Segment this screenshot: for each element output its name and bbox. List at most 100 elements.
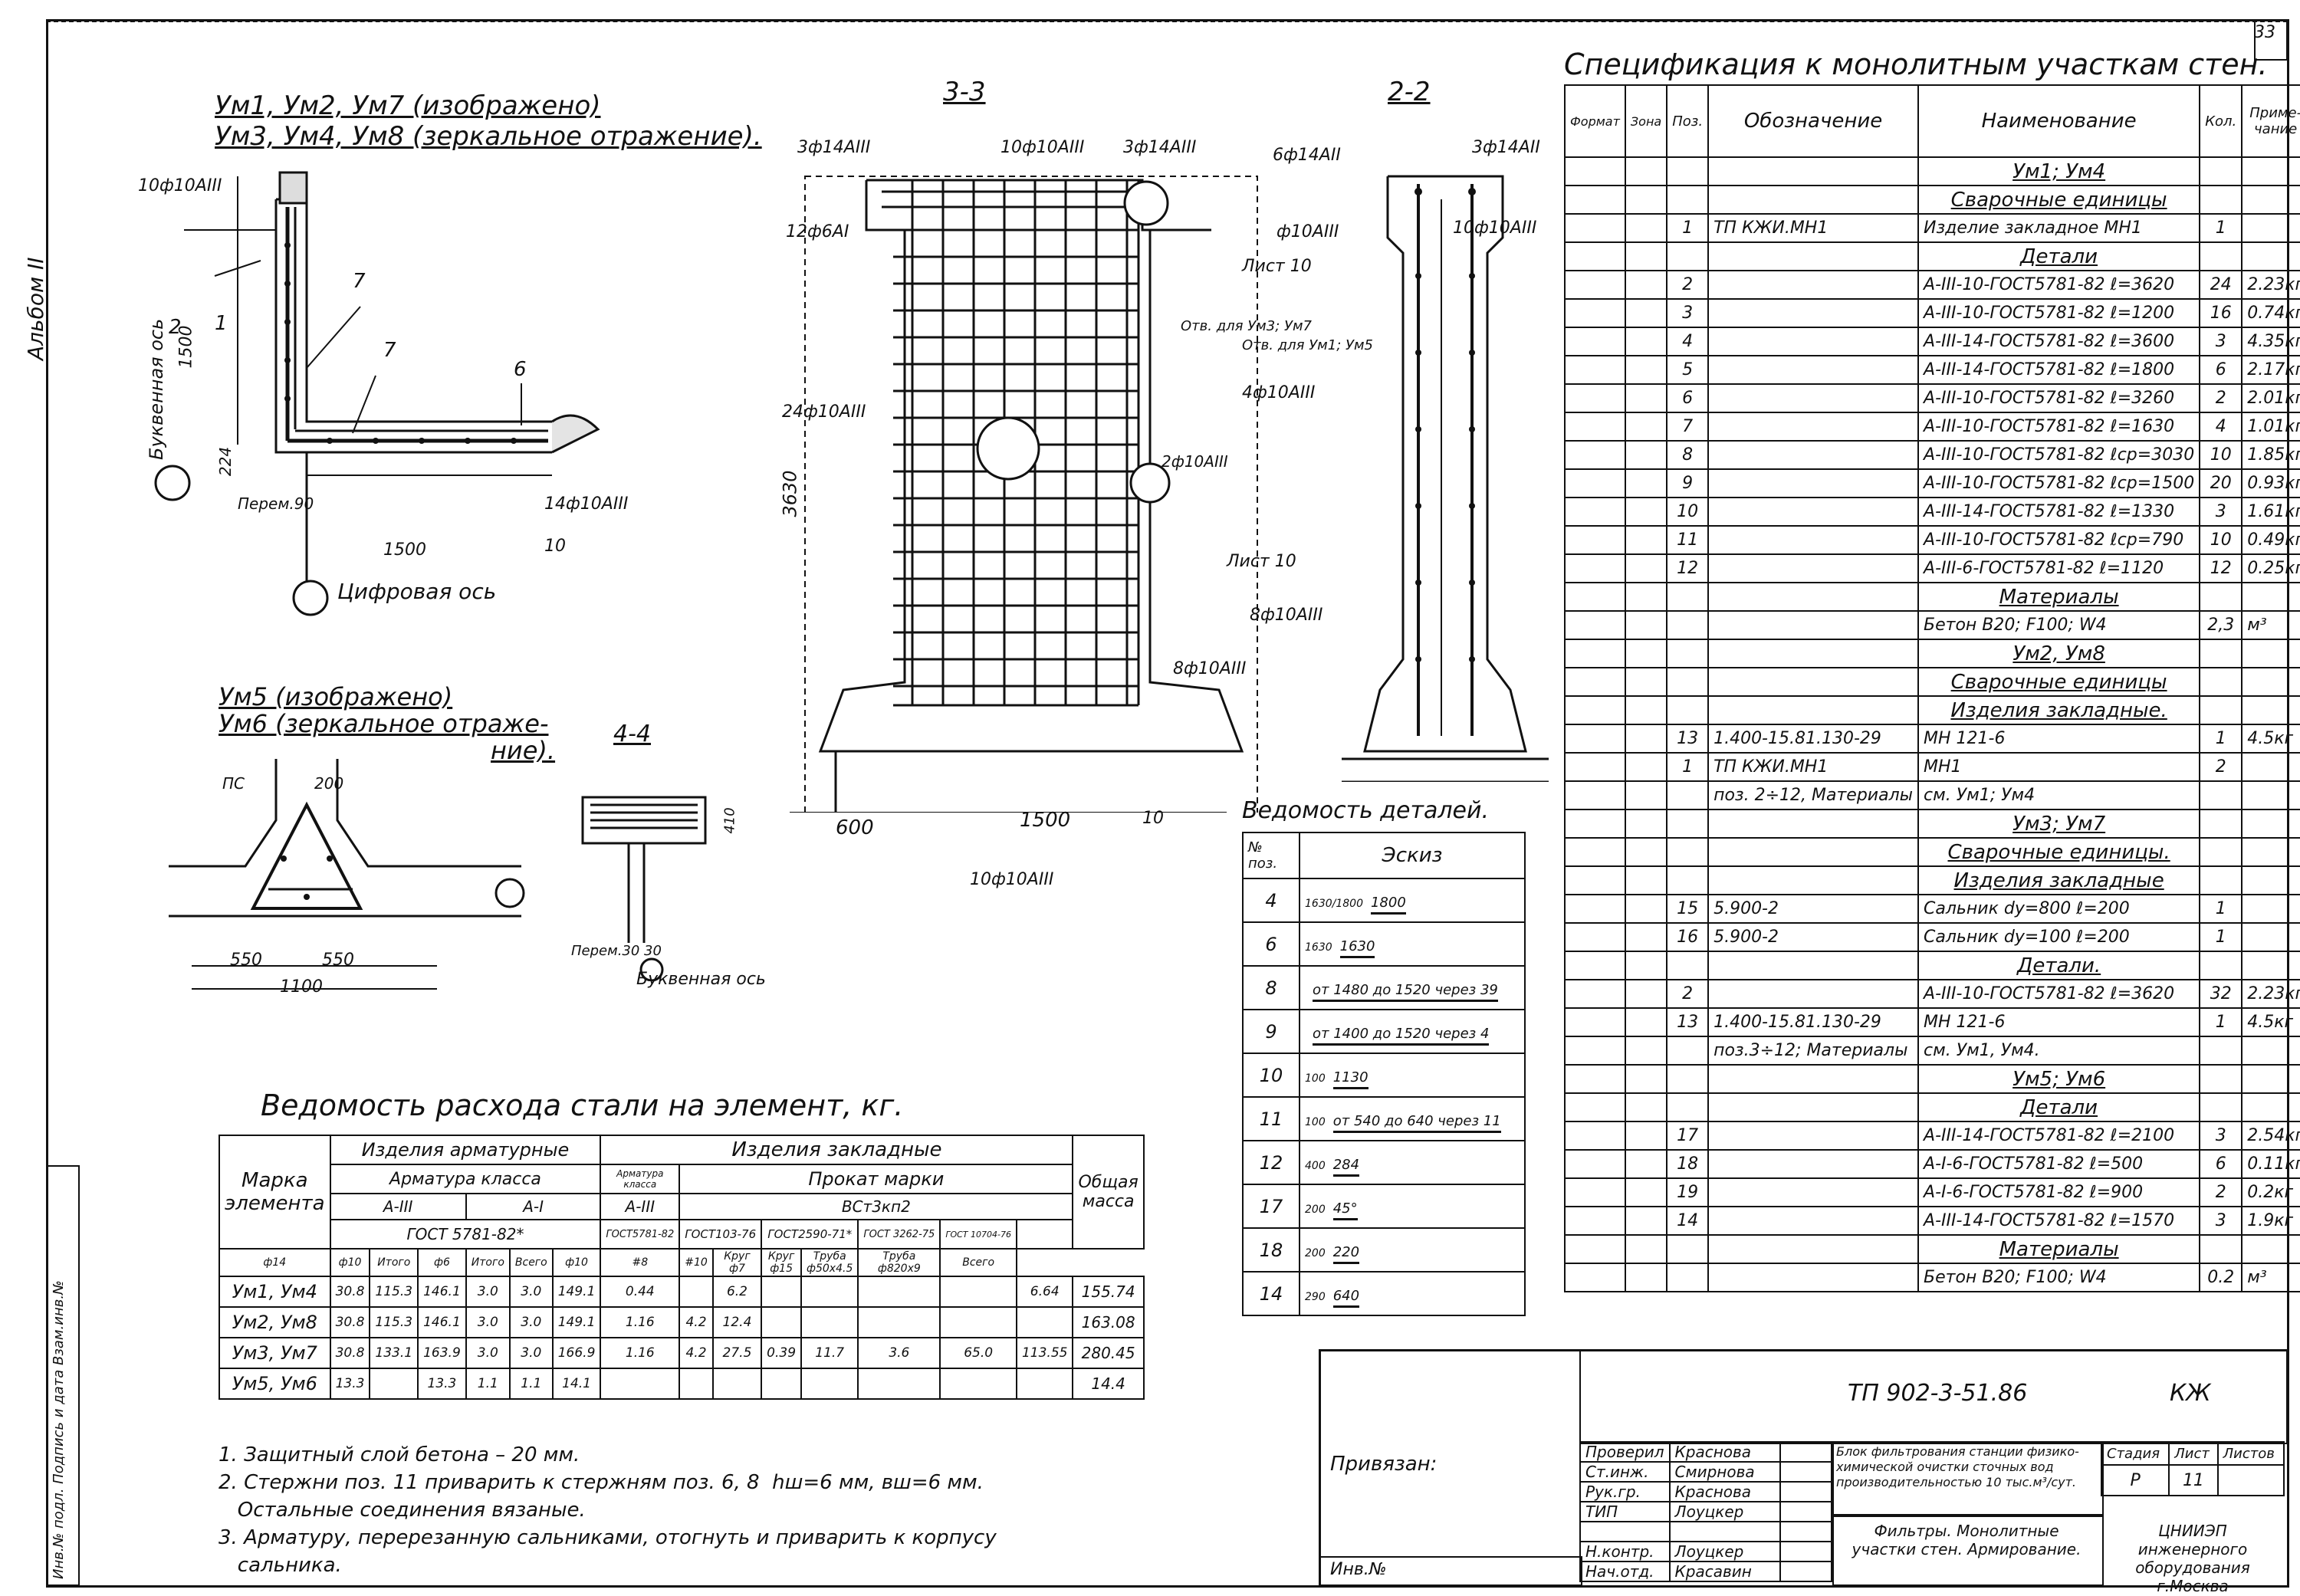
spec-cell-zone xyxy=(1624,752,1668,782)
spec-cell-note: 2.23кг xyxy=(2241,979,2300,1009)
signature-role: Нач.отд. xyxy=(1579,1561,1671,1582)
steel-total: 163.08 xyxy=(1072,1306,1145,1338)
spec-cell-zone xyxy=(1624,553,1668,583)
spec-cell-pos: 3 xyxy=(1666,298,1710,328)
spec-cell-zone xyxy=(1624,383,1668,413)
spec-cell-designation xyxy=(1707,667,1920,697)
spec-cell-pos: 1 xyxy=(1666,213,1710,243)
spec-cell-note: 0.2кг xyxy=(2241,1177,2300,1207)
spec-cell-pos: 17 xyxy=(1666,1121,1710,1151)
spec-cell-pos: 14 xyxy=(1666,1206,1710,1236)
steel-header-arm2: Арматура класса xyxy=(600,1164,681,1194)
spec-cell-zone xyxy=(1624,213,1668,243)
signature-row: Ст.инж.Смирнова xyxy=(1579,1461,1833,1483)
spec-cell-format xyxy=(1564,185,1626,215)
spec-cell-note xyxy=(2241,752,2300,782)
spec-row: Ум5; Ум6 xyxy=(1564,1064,2300,1094)
spec-cell-format xyxy=(1564,440,1626,470)
spec-cell-zone xyxy=(1624,1206,1668,1236)
spec-cell-designation: ТП КЖИ.МН1 xyxy=(1707,213,1920,243)
spec-cell-pos: 8 xyxy=(1666,440,1710,470)
signature-name: Лоуцкер xyxy=(1668,1501,1781,1522)
spec-cell-name: А-I-6-ГОСТ5781-82 ℓ=500 xyxy=(1917,1149,2201,1179)
steel-col-label: Итого xyxy=(369,1248,419,1277)
binding-strip xyxy=(46,19,2288,22)
spec-cell-pos: 1 xyxy=(1666,752,1710,782)
spec-cell-zone xyxy=(1624,780,1668,810)
spec-cell-pos xyxy=(1666,809,1710,839)
spec-cell-zone xyxy=(1624,1234,1668,1264)
steel-value: 115.3 xyxy=(369,1306,419,1338)
spec-cell-zone xyxy=(1624,327,1668,356)
steel-mark: Ум3, Ум7 xyxy=(219,1337,331,1369)
steel-value xyxy=(939,1306,1017,1338)
spec-cell-zone xyxy=(1624,1036,1668,1066)
steel-value xyxy=(711,1368,763,1400)
spec-cell-format xyxy=(1564,383,1626,413)
steel-value: 146.1 xyxy=(417,1306,467,1338)
spec-cell-designation xyxy=(1707,355,1920,385)
spec-cell-name: Бетон В20; F100; W4 xyxy=(1917,610,2201,640)
spec-cell-qty xyxy=(2199,865,2243,895)
spec-cell-qty: 1 xyxy=(2199,922,2243,952)
spec-cell-zone xyxy=(1624,1007,1668,1037)
steel-value: 30.8 xyxy=(329,1306,371,1338)
spec-row: Материалы xyxy=(1564,582,2300,612)
steel-value: 6.64 xyxy=(1015,1276,1074,1308)
label-8f10-a: 8ф10АIII xyxy=(1173,659,1247,678)
spec-cell-designation: 5.900-2 xyxy=(1707,922,1920,952)
steel-value: 30.8 xyxy=(329,1276,371,1308)
spec-cell-designation xyxy=(1707,468,1920,498)
label-3f14-b: 3ф14АIII xyxy=(1123,138,1197,157)
steel-value: 0.39 xyxy=(761,1337,803,1369)
spec-cell-qty xyxy=(2199,1064,2243,1094)
label-3f14-c: 3ф14АII xyxy=(1472,138,1540,157)
spec-cell-pos xyxy=(1666,639,1710,668)
spec-cell-format xyxy=(1564,1206,1626,1236)
signature-name: Краснова xyxy=(1668,1441,1781,1463)
parts-sketch-dim: 100 xyxy=(1305,1072,1326,1085)
parts-pos: 12 xyxy=(1242,1140,1300,1185)
steel-header-gost4: ГОСТ2590-71* xyxy=(761,1219,859,1250)
spec-cell-note xyxy=(2241,582,2300,612)
spec-cell-pos xyxy=(1666,1036,1710,1066)
parts-sketch-length: 1800 xyxy=(1370,894,1406,915)
spec-cell-qty xyxy=(2199,809,2243,839)
spec-cell-pos xyxy=(1666,695,1710,725)
spec-cell-pos: 13 xyxy=(1666,1007,1710,1037)
spec-cell-note xyxy=(2241,1092,2300,1122)
parts-sketch-dim: 200 xyxy=(1305,1203,1326,1216)
steel-value: 13.3 xyxy=(417,1368,467,1400)
steel-value: 4.2 xyxy=(678,1306,714,1338)
svg-text:1: 1 xyxy=(215,312,228,335)
steel-col-label: #8 xyxy=(600,1248,681,1277)
spec-cell-name: Сварочные единицы. xyxy=(1917,837,2201,867)
steel-value xyxy=(761,1368,803,1400)
spec-cell-note: 2.17кг xyxy=(2241,355,2300,385)
title-um6-b: ние). xyxy=(491,736,556,765)
spec-cell-note: 2.01кг xyxy=(2241,383,2300,413)
spec-cell-format xyxy=(1564,922,1626,952)
signature-role: Рук.гр. xyxy=(1579,1481,1671,1502)
signature-mark xyxy=(1779,1461,1833,1483)
spec-cell-zone xyxy=(1624,809,1668,839)
axis-letter-label: Буквенная ось xyxy=(146,318,167,460)
label-14f10: 14ф10АIII xyxy=(544,494,629,514)
spec-cell-zone xyxy=(1624,156,1668,186)
spec-cell-designation xyxy=(1707,327,1920,356)
spec-cell-pos xyxy=(1666,241,1710,271)
spec-cell-designation xyxy=(1707,270,1920,300)
spec-cell-designation xyxy=(1707,497,1920,527)
steel-header-a3b: А-III xyxy=(600,1193,681,1220)
spec-cell-name: Сварочные единицы xyxy=(1917,185,2201,215)
